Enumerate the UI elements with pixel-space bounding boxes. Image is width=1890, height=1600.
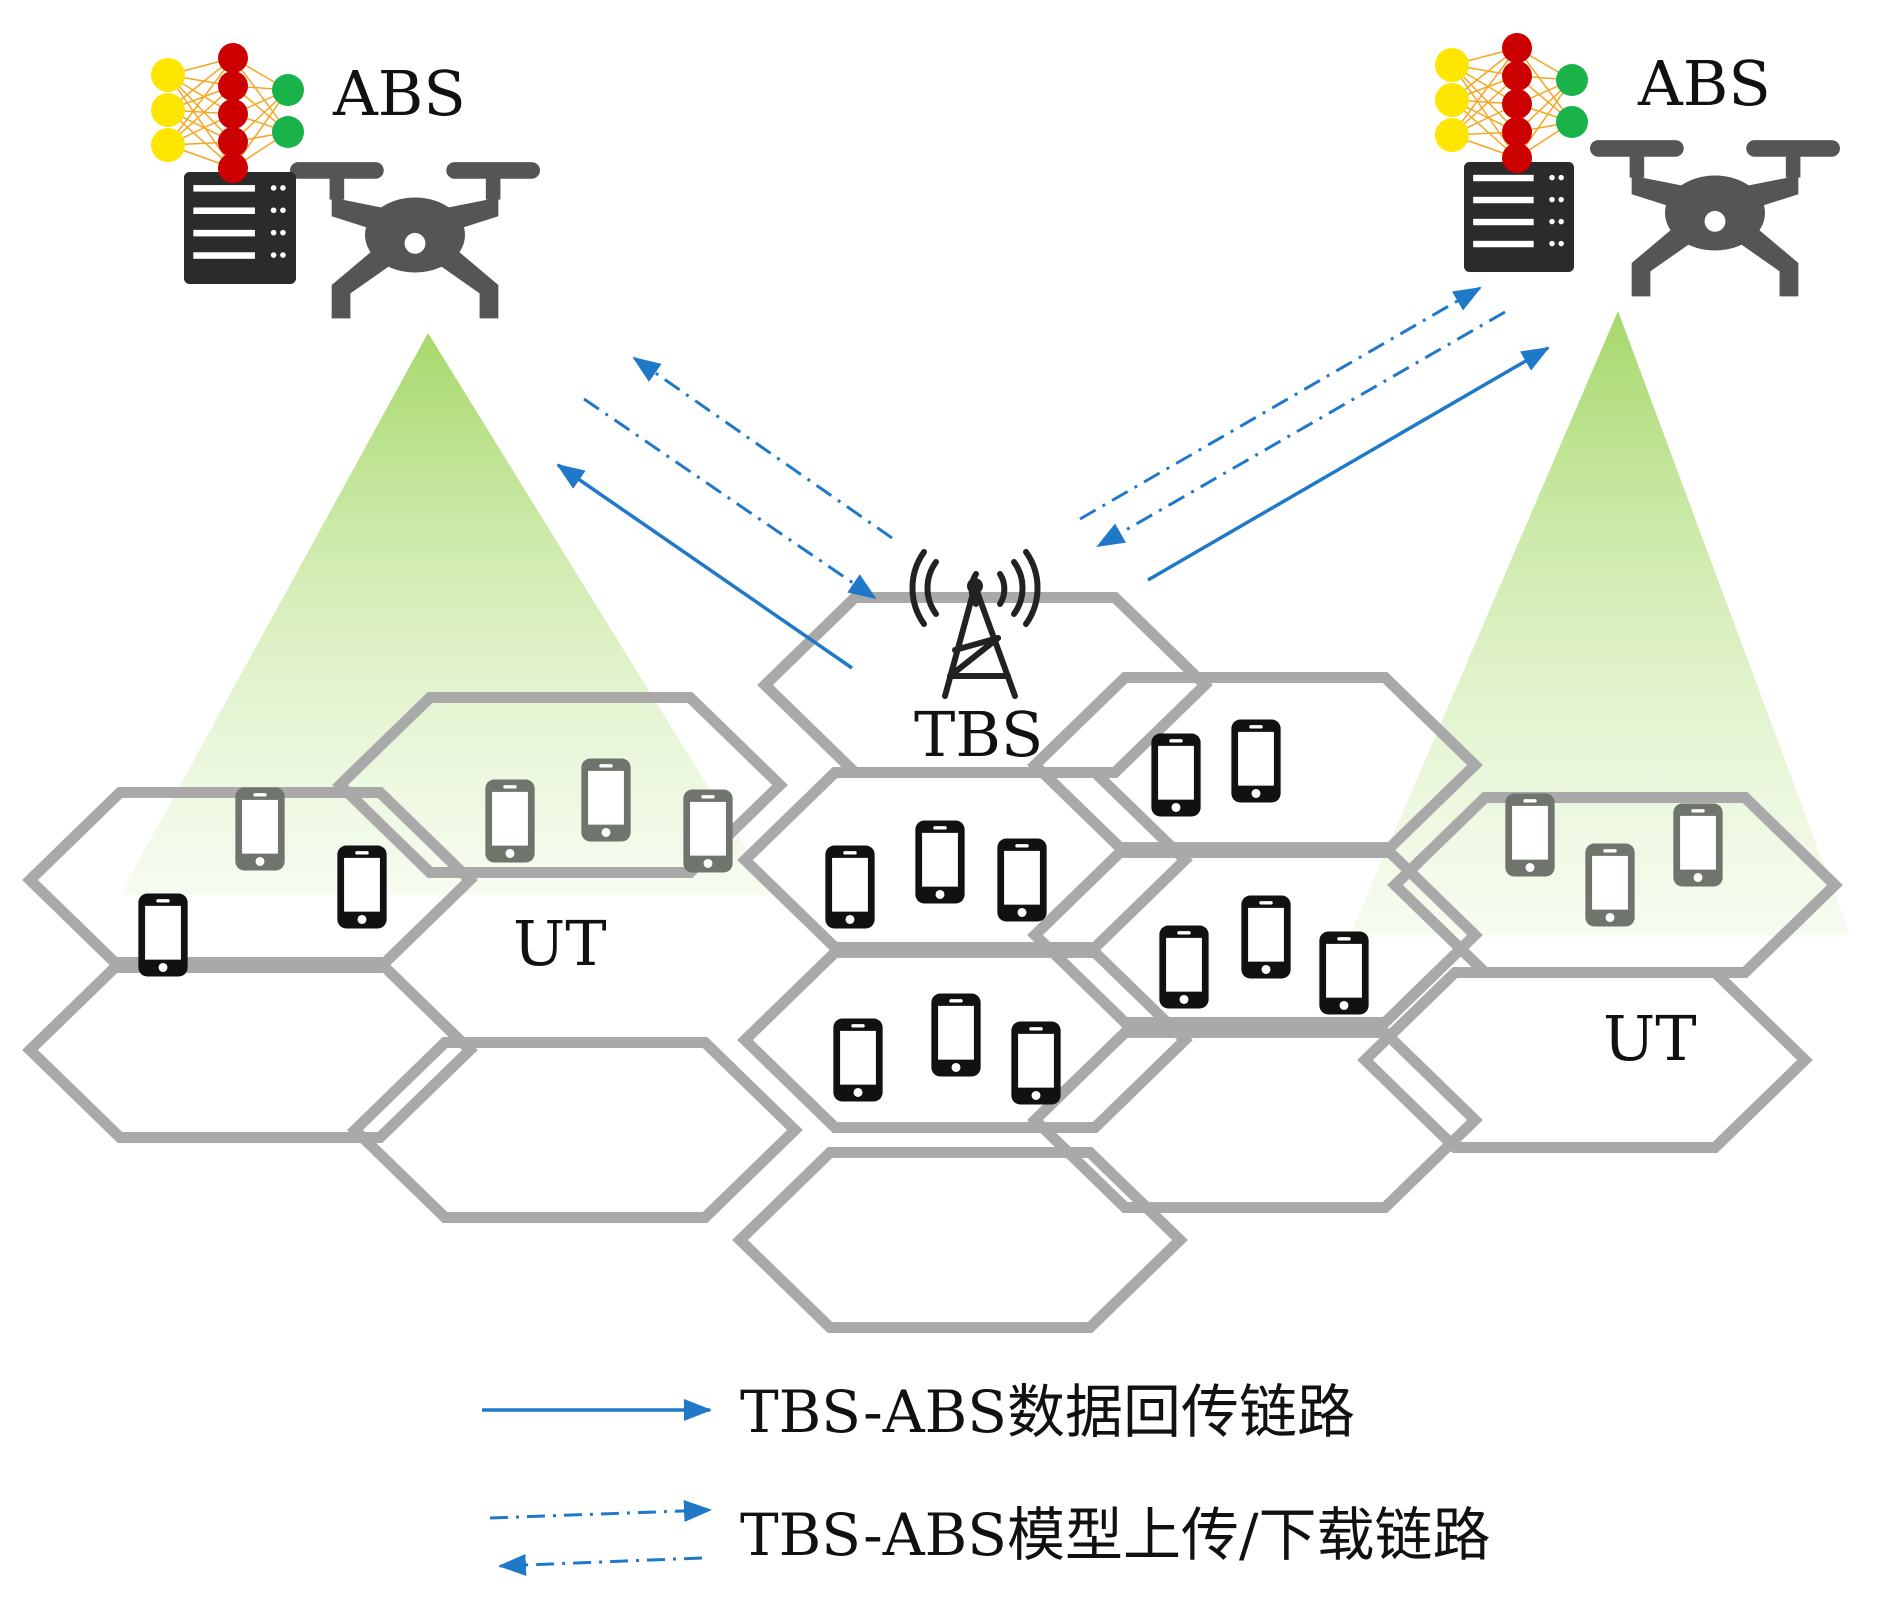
smartphone-icon bbox=[337, 845, 387, 929]
legend: TBS-ABS数据回传链路 TBS-ABS模型上传/下载链路 bbox=[482, 1378, 1491, 1576]
nn-node bbox=[1502, 117, 1532, 147]
smartphone-icon bbox=[1673, 803, 1723, 887]
ut-label-left: UT bbox=[513, 907, 607, 980]
nn-node bbox=[218, 43, 248, 73]
model-link-left bbox=[583, 356, 893, 600]
hexagon-cell bbox=[22, 957, 478, 1143]
server-icon bbox=[1464, 162, 1574, 272]
legend-dashed-line-top bbox=[489, 1499, 712, 1522]
hexagon-cell bbox=[1027, 842, 1483, 1028]
nn-edge bbox=[1451, 47, 1518, 136]
smartphone-icon bbox=[1151, 733, 1201, 817]
smartphone-icon bbox=[485, 779, 535, 863]
nn-node bbox=[1502, 89, 1532, 119]
nn-node bbox=[1502, 33, 1532, 63]
smartphone-icon bbox=[931, 993, 981, 1077]
smartphone-icon bbox=[825, 845, 875, 929]
smartphone-icon bbox=[833, 1018, 883, 1102]
backhaul-link-left bbox=[556, 463, 853, 670]
smartphone-icon bbox=[1241, 895, 1291, 979]
hexagon-cell bbox=[1357, 967, 1813, 1153]
nn-edge bbox=[1451, 64, 1518, 159]
ut-label-right: UT bbox=[1603, 1002, 1697, 1075]
nn-node bbox=[1435, 83, 1469, 117]
nn-node bbox=[151, 58, 185, 92]
legend-dashed-label: TBS-ABS模型上传/下载链路 bbox=[740, 1501, 1491, 1569]
nn-node bbox=[272, 74, 304, 106]
server-icon bbox=[184, 172, 296, 284]
hexagon-cell-grid bbox=[22, 592, 1843, 1333]
neural-network-icon bbox=[151, 43, 304, 183]
nn-edge bbox=[167, 57, 234, 146]
abs-label-left: ABS bbox=[332, 57, 466, 130]
hexagon-cell bbox=[332, 692, 788, 878]
nn-node bbox=[218, 153, 248, 183]
drone-icon bbox=[1590, 140, 1840, 297]
smartphone-icon bbox=[915, 820, 965, 904]
nn-node bbox=[1556, 64, 1588, 96]
tower-icon bbox=[909, 549, 1041, 699]
legend-solid-label: TBS-ABS数据回传链路 bbox=[740, 1378, 1355, 1446]
smartphone-icon bbox=[1011, 1021, 1061, 1105]
smartphone-icon bbox=[1159, 925, 1209, 1009]
nn-node bbox=[272, 116, 304, 148]
backhaul-link-right bbox=[1147, 346, 1550, 582]
coverage-cone-left bbox=[120, 333, 775, 895]
model-link-right bbox=[1079, 286, 1506, 548]
coverage-cone-right bbox=[1350, 311, 1850, 935]
legend-dashed-line-bottom bbox=[498, 1553, 703, 1576]
drone-icon bbox=[290, 162, 540, 319]
smartphone-icon bbox=[138, 893, 188, 977]
smartphone-icon bbox=[235, 787, 285, 871]
smartphone-icon bbox=[683, 789, 733, 873]
nn-node bbox=[218, 127, 248, 157]
hexagon-cell bbox=[732, 1147, 1188, 1333]
nn-node bbox=[1502, 143, 1532, 173]
nn-node bbox=[1502, 61, 1532, 91]
nn-node bbox=[1556, 106, 1588, 138]
nn-node bbox=[1435, 48, 1469, 82]
smartphone-icon bbox=[1505, 793, 1555, 877]
nn-node bbox=[1435, 118, 1469, 152]
smartphone-icon bbox=[997, 838, 1047, 922]
smartphone-icon bbox=[581, 758, 631, 842]
hexagon-cell bbox=[737, 947, 1193, 1133]
abs-label-right: ABS bbox=[1637, 47, 1771, 120]
smartphone-icon bbox=[1231, 719, 1281, 803]
hexagon-cell bbox=[347, 1037, 803, 1223]
nn-node bbox=[218, 71, 248, 101]
nn-node bbox=[151, 128, 185, 162]
nn-edge bbox=[167, 74, 234, 169]
tbs-label: TBS bbox=[914, 698, 1043, 771]
smartphone-icon bbox=[1319, 931, 1369, 1015]
nn-node bbox=[151, 93, 185, 127]
neural-network-icon bbox=[1435, 33, 1588, 173]
smartphone-icon bbox=[1585, 843, 1635, 927]
hexagon-cell bbox=[1027, 1027, 1483, 1213]
nn-node bbox=[218, 99, 248, 129]
